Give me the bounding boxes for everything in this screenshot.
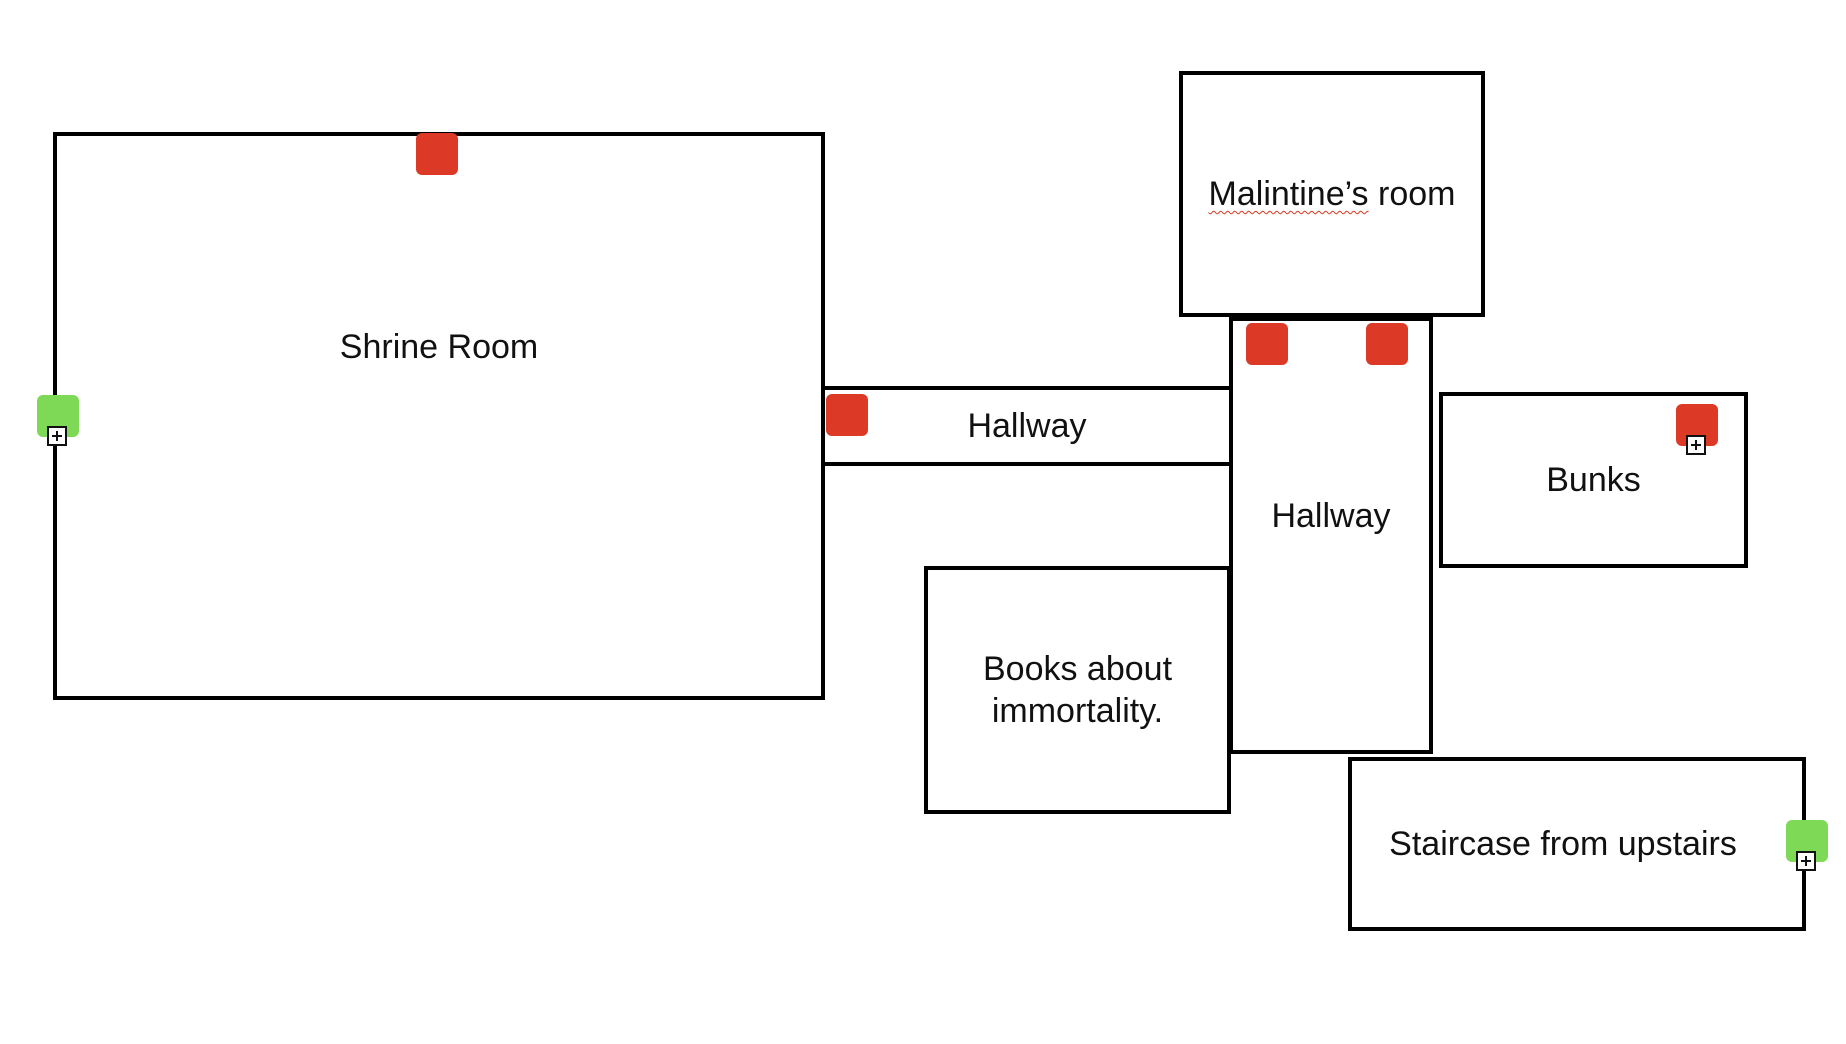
room-label-staircase: Staircase from upstairs xyxy=(1389,824,1737,863)
room-hallway-horizontal[interactable]: Hallway xyxy=(821,386,1233,466)
room-label-bunks: Bunks xyxy=(1546,460,1641,499)
expand-handle-icon-staircase[interactable] xyxy=(1796,851,1816,871)
room-label-malintine: Malintine’s room xyxy=(1209,173,1456,216)
room-label-books-line1: Books about xyxy=(982,649,1173,688)
room-label-books: Books about immortality. xyxy=(983,648,1172,733)
room-books[interactable]: Books about immortality. xyxy=(924,566,1231,814)
room-malintine[interactable]: Malintine’s room xyxy=(1179,71,1485,317)
red-square-marker-shrine-top[interactable] xyxy=(416,133,458,175)
expand-handle-icon-shrine-left[interactable] xyxy=(47,426,67,446)
room-label-malintine-room: room xyxy=(1378,174,1456,213)
expand-handle-icon-bunks[interactable] xyxy=(1686,435,1706,455)
room-shrine[interactable]: Shrine Room xyxy=(53,132,825,700)
room-staircase[interactable]: Staircase from upstairs xyxy=(1348,757,1806,931)
room-label-hallway-vertical: Hallway xyxy=(1271,497,1391,536)
red-square-marker-hallway-vertical-right[interactable] xyxy=(1366,323,1408,365)
red-square-marker-hallway-horizontal[interactable] xyxy=(826,394,868,436)
room-label-books-line2: immortality. xyxy=(991,692,1164,730)
room-label-malintine-name: Malintine’s xyxy=(1208,174,1369,213)
red-square-marker-hallway-vertical-left[interactable] xyxy=(1246,323,1288,365)
room-label-hallway-horizontal: Hallway xyxy=(967,406,1087,445)
room-hallway-vertical[interactable]: Hallway xyxy=(1229,317,1433,754)
room-label-shrine: Shrine Room xyxy=(339,327,539,366)
